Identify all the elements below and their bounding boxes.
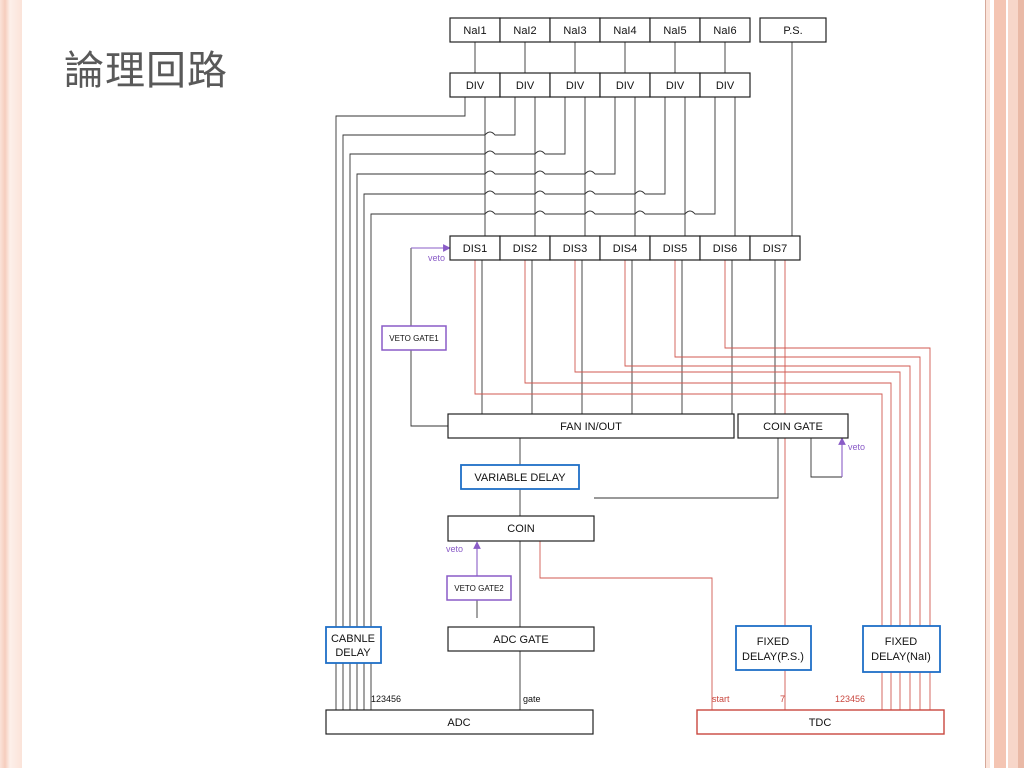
divider-3: DIV xyxy=(549,72,601,98)
nai-detector-3: NaI3 xyxy=(549,17,601,43)
svg-text:DIS2: DIS2 xyxy=(513,243,537,255)
svg-text:ADC: ADC xyxy=(447,717,470,729)
div-to-dis-wires xyxy=(484,96,736,236)
veto-label-dis: veto xyxy=(428,253,445,263)
discriminator-4: DIS4 xyxy=(599,235,651,261)
nai-detector-1: NaI1 xyxy=(449,17,501,43)
svg-text:NaI6: NaI6 xyxy=(713,25,736,37)
svg-text:DELAY(NaI): DELAY(NaI) xyxy=(871,651,931,663)
svg-text:DELAY(P.S.): DELAY(P.S.) xyxy=(742,651,804,663)
svg-text:COIN: COIN xyxy=(507,523,535,535)
veto-label-coin: veto xyxy=(446,544,463,554)
svg-text:TDC: TDC xyxy=(809,717,832,729)
ps-detector: P.S. xyxy=(759,17,827,43)
fixed-delay-to-tdc-wires xyxy=(784,669,931,710)
adc-gate-box: ADC GATE xyxy=(447,626,595,652)
discriminator-7: DIS7 xyxy=(749,235,801,261)
fan-in-out-box: FAN IN/OUT xyxy=(447,413,735,439)
tdc-nai-channels-label: 123456 xyxy=(835,694,865,704)
right-decorative-border xyxy=(982,0,1024,768)
fixed-delay-ps-box: FIXED DELAY(P.S.) xyxy=(735,625,812,671)
cable-delay-box: CABNLE DELAY xyxy=(325,626,382,664)
svg-text:DIS6: DIS6 xyxy=(713,243,737,255)
veto-gate1-box: VETO GATE1 xyxy=(381,325,447,351)
nai-to-div-wires xyxy=(474,40,793,236)
nai-detector-5: NaI5 xyxy=(649,17,701,43)
nai-detector-4: NaI4 xyxy=(599,17,651,43)
veto-gate2-box: VETO GATE2 xyxy=(446,575,512,601)
discriminator-6: DIS6 xyxy=(699,235,751,261)
svg-text:VARIABLE DELAY: VARIABLE DELAY xyxy=(474,472,566,484)
fixed-delay-nai-box: FIXED DELAY(NaI) xyxy=(862,625,941,673)
svg-text:DIV: DIV xyxy=(716,80,735,92)
nai-detector-6: NaI6 xyxy=(699,17,751,43)
divider-1: DIV xyxy=(449,72,501,98)
discriminator-5: DIS5 xyxy=(649,235,701,261)
divider-4: DIV xyxy=(599,72,651,98)
cable-delay-to-adc-wires xyxy=(335,662,372,710)
adc-channels-label: 123456 xyxy=(371,694,401,704)
svg-text:DIV: DIV xyxy=(616,80,635,92)
svg-text:COIN GATE: COIN GATE xyxy=(763,421,823,433)
svg-text:DIS7: DIS7 xyxy=(763,243,787,255)
svg-text:NaI4: NaI4 xyxy=(613,25,636,37)
svg-text:FIXED: FIXED xyxy=(757,636,789,648)
svg-text:DIS5: DIS5 xyxy=(663,243,687,255)
svg-text:DIS4: DIS4 xyxy=(613,243,637,255)
adc-box: ADC xyxy=(325,709,594,735)
svg-text:DELAY: DELAY xyxy=(335,647,371,659)
coin-gate-veto-loop xyxy=(810,437,842,478)
discriminator-2: DIS2 xyxy=(499,235,551,261)
left-decorative-border xyxy=(0,0,22,768)
svg-text:NaI5: NaI5 xyxy=(663,25,686,37)
svg-text:FAN IN/OUT: FAN IN/OUT xyxy=(560,421,622,433)
svg-text:CABNLE: CABNLE xyxy=(331,633,375,645)
nai-detector-2: NaI2 xyxy=(499,17,551,43)
dis-to-fan-wires xyxy=(481,259,776,414)
variable-delay-box: VARIABLE DELAY xyxy=(460,464,580,490)
coin-box: COIN xyxy=(447,515,595,542)
divider-row: DIV DIV DIV DIV DIV DIV xyxy=(449,72,751,98)
svg-text:DIV: DIV xyxy=(516,80,535,92)
coin-gate-box: COIN GATE xyxy=(737,413,849,439)
coin-to-tdc-start-wire xyxy=(539,541,713,710)
tdc-box: TDC xyxy=(696,709,945,735)
discriminator-3: DIS3 xyxy=(549,235,601,261)
discriminator-row: DIS1 DIS2 DIS3 DIS4 DIS5 DIS6 DIS7 xyxy=(449,235,801,261)
veto-label-coin-gate: veto xyxy=(848,442,865,452)
svg-text:DIS3: DIS3 xyxy=(563,243,587,255)
adc-gate-input-label: gate xyxy=(523,694,541,704)
svg-text:NaI2: NaI2 xyxy=(513,25,536,37)
svg-text:DIV: DIV xyxy=(566,80,585,92)
nai-detector-row: NaI1 NaI2 NaI3 NaI4 NaI5 NaI6 xyxy=(449,17,751,43)
discriminator-1: DIS1 xyxy=(449,235,501,261)
svg-text:P.S.: P.S. xyxy=(783,25,802,37)
divider-5: DIV xyxy=(649,72,701,98)
svg-text:VETO GATE2: VETO GATE2 xyxy=(454,584,504,593)
svg-text:NaI3: NaI3 xyxy=(563,25,586,37)
svg-text:DIV: DIV xyxy=(466,80,485,92)
divider-2: DIV xyxy=(499,72,551,98)
svg-text:ADC GATE: ADC GATE xyxy=(493,634,548,646)
tdc-ps-channel-label: 7 xyxy=(780,694,785,704)
slide-title: 論理回路 xyxy=(64,48,228,94)
coin-gate-to-coin-wire xyxy=(594,437,779,499)
svg-text:NaI1: NaI1 xyxy=(463,25,486,37)
svg-text:VETO GATE1: VETO GATE1 xyxy=(389,334,439,343)
divider-6: DIV xyxy=(699,72,751,98)
dis-to-fixed-delay-nai-wires xyxy=(474,259,931,626)
svg-text:DIS1: DIS1 xyxy=(463,243,487,255)
svg-text:FIXED: FIXED xyxy=(885,636,917,648)
div-to-cable-delay-wires xyxy=(335,96,716,627)
fan-to-veto-gate1-wire xyxy=(410,344,448,427)
tdc-start-label: start xyxy=(712,694,730,704)
svg-text:DIV: DIV xyxy=(666,80,685,92)
